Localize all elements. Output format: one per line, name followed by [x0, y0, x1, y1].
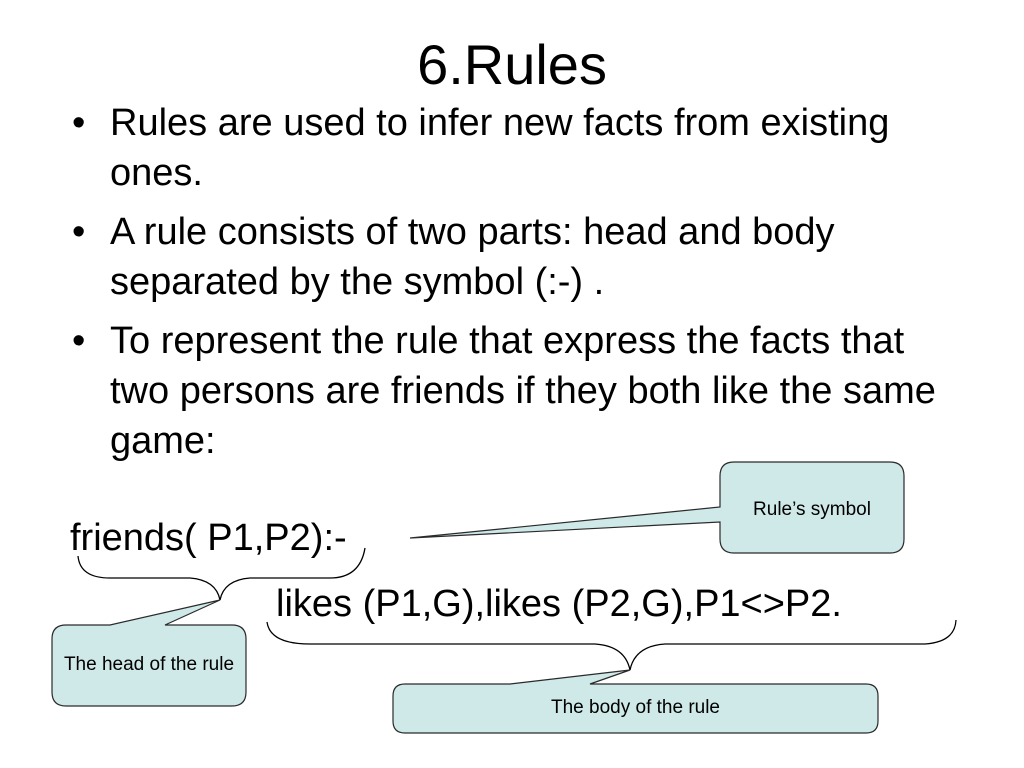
rule-symbol-callout-label: Rule’s symbol [753, 499, 871, 520]
bullet-list: • Rules are used to infer new facts from… [72, 98, 952, 475]
body-callout-shape [392, 669, 879, 734]
slide-title: 6.Rules [417, 33, 607, 96]
head-callout-shape [51, 599, 247, 707]
bullet-marker: • [72, 320, 86, 362]
rule-symbol-callout-shape [409, 461, 905, 554]
head-callout-label: The head of the rule [63, 654, 235, 675]
body-callout-label: The body of the rule [551, 697, 720, 718]
bullet-text: To represent the rule that express the f… [110, 320, 936, 462]
body-brace [266, 619, 957, 671]
bullet-marker: • [72, 102, 86, 144]
bullet-text: Rules are used to infer new facts from e… [110, 102, 890, 194]
bullet-item: • To represent the rule that express the… [72, 316, 952, 466]
rule-body-code: likes (P1,G),likes (P2,G),P1<>P2. [276, 583, 842, 625]
bullet-item: • Rules are used to infer new facts from… [72, 98, 952, 198]
rule-head-code: friends( P1,P2):- [70, 517, 347, 559]
bullet-item: • A rule consists of two parts: head and… [72, 207, 952, 307]
bullet-text: A rule consists of two parts: head and b… [110, 211, 835, 303]
head-brace [77, 547, 366, 601]
bullet-marker: • [72, 211, 86, 253]
